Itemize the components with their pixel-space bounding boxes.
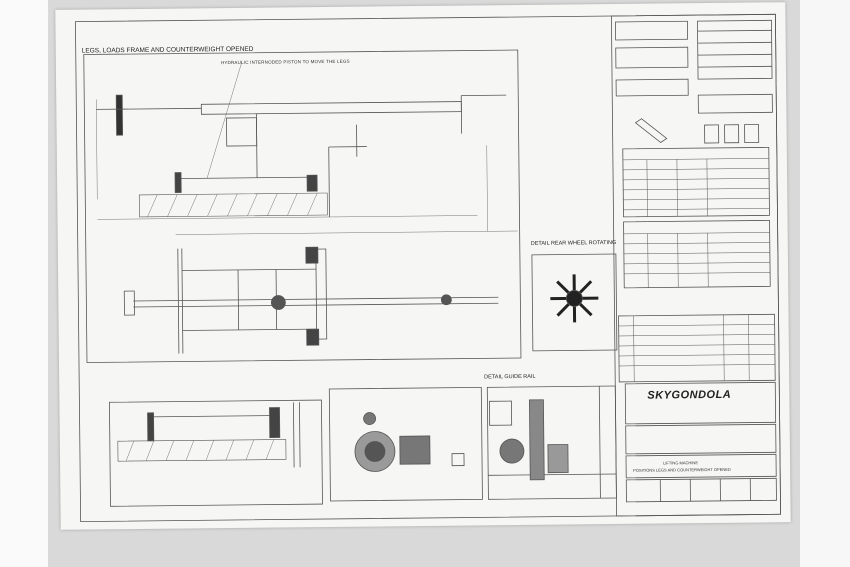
title-block-line2: POSITIONS LEGS AND COUNTERWEIGHT OPENED: [633, 466, 731, 473]
detail-rotation-title: DETAIL REAR WHEEL ROTATING: [530, 239, 617, 247]
right-background: [800, 0, 850, 567]
title-block-line1: LIFTING MACHINE: [663, 460, 698, 466]
drawing-linework: [75, 13, 782, 523]
left-background: [0, 0, 48, 567]
detail-guide-rail-title: DETAIL GUIDE RAIL: [484, 373, 536, 381]
brand-logo: SKYGONDOLA: [647, 388, 732, 402]
technical-drawing-sheet: LEGS, LOADS FRAME AND COUNTERWEIGHT OPEN…: [55, 2, 791, 530]
